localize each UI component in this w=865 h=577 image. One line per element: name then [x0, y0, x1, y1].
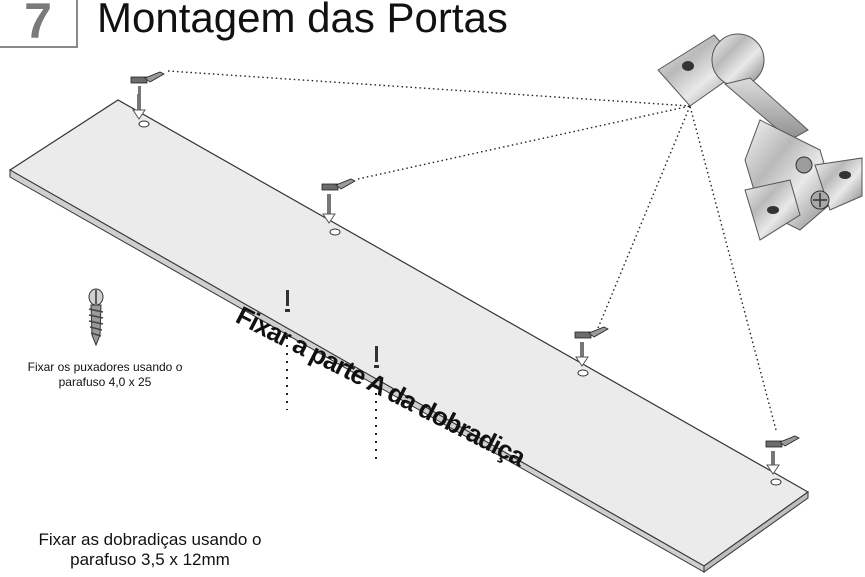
step-number-box: 7 — [0, 0, 78, 49]
handle-screw-caption-line2: parafuso 4,0 x 25 — [58, 375, 152, 389]
small-hinge-3 — [574, 326, 609, 367]
door-panel — [8, 99, 810, 573]
hinge-screw-caption-line1: Fixar as dobradiças usando o — [38, 530, 262, 549]
small-screw-1 — [285, 290, 290, 410]
small-hinge-1 — [130, 71, 165, 120]
hinge-holes — [138, 120, 782, 486]
large-hinge-image — [657, 33, 863, 241]
hinge-screw-caption-line2: parafuso 3,5 x 12mm — [70, 550, 230, 569]
handle-screw-icon — [88, 288, 104, 347]
page-title: Montagem das Portas — [97, 0, 508, 41]
step-number: 7 — [24, 0, 52, 49]
small-hinge-4 — [765, 435, 800, 475]
leader-lines — [167, 70, 777, 431]
small-hinge-2 — [321, 178, 356, 224]
hinge-screw-caption: Fixar as dobradiças usando o parafuso 3,… — [0, 530, 300, 570]
handle-screw-caption: Fixar os puxadores usando o parafuso 4,0… — [0, 360, 210, 390]
handle-screw-caption-line1: Fixar os puxadores usando o — [27, 360, 183, 374]
small-screw-2 — [374, 346, 379, 460]
